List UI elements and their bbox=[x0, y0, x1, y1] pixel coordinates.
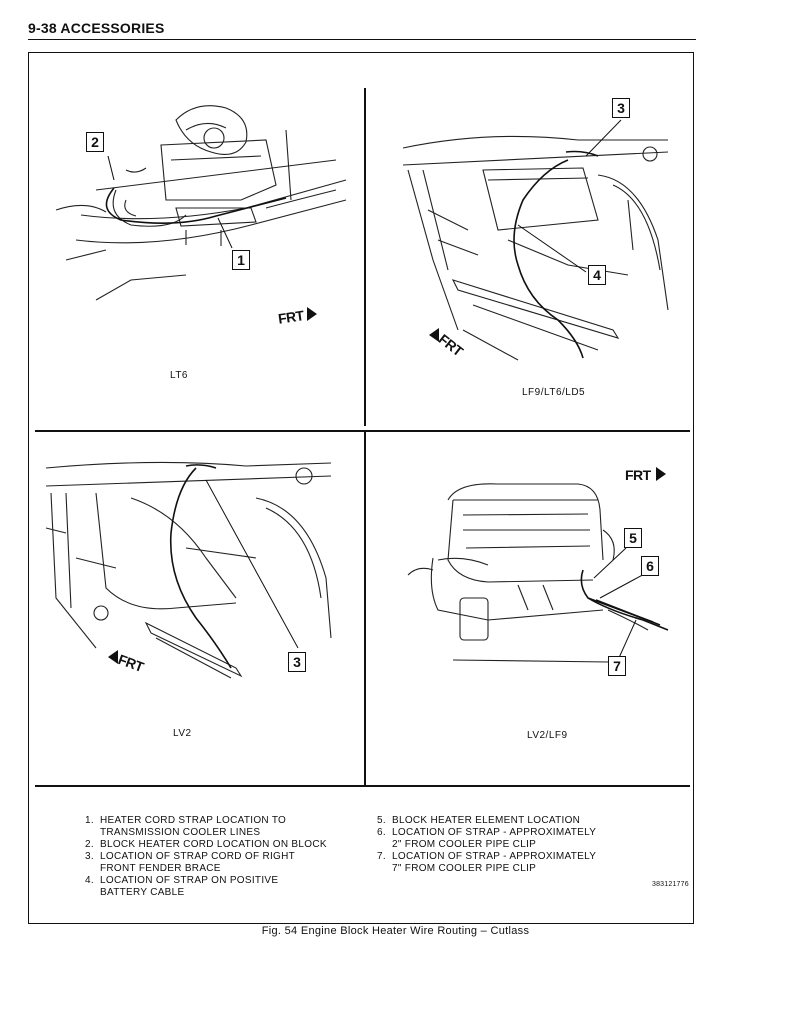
legend-right: 5.BLOCK HEATER ELEMENT LOCATION 6.LOCATI… bbox=[372, 815, 652, 875]
diagram-lf9-lt6-ld5 bbox=[402, 119, 669, 361]
panel-label-lf9-lt6-ld5: LF9/LT6/LD5 bbox=[522, 387, 586, 398]
diagram-lv2-lf9 bbox=[407, 483, 669, 663]
panel-divider-vertical-top bbox=[364, 88, 366, 426]
legend-divider bbox=[35, 785, 690, 787]
callout-1: 1 bbox=[232, 250, 250, 270]
callout-2: 2 bbox=[86, 132, 104, 152]
legend-item: 2.BLOCK HEATER CORD LOCATION ON BLOCK bbox=[85, 839, 327, 850]
frt-arrow-icon bbox=[307, 307, 317, 321]
callout-4: 4 bbox=[588, 265, 606, 285]
diagram-lt6 bbox=[55, 105, 347, 301]
callout-3: 3 bbox=[288, 652, 306, 672]
figure-code: 383121776 bbox=[652, 881, 689, 888]
legend-item: 6.LOCATION OF STRAP - APPROXIMATELY 2" F… bbox=[377, 827, 597, 850]
frt-arrow-icon bbox=[108, 650, 118, 664]
figure-caption: Fig. 54 Engine Block Heater Wire Routing… bbox=[261, 925, 530, 937]
panel-divider-vertical-bottom bbox=[364, 430, 366, 785]
legend-left: 1.HEATER CORD STRAP LOCATION TO TRANSMIS… bbox=[80, 815, 370, 899]
page-title: 9-38 ACCESSORIES bbox=[28, 20, 165, 36]
diagram-lv2 bbox=[45, 461, 332, 679]
callout-5: 5 bbox=[624, 528, 642, 548]
frt-arrow-icon bbox=[429, 328, 439, 342]
callout-7: 7 bbox=[608, 656, 626, 676]
legend-item: 1.HEATER CORD STRAP LOCATION TO TRANSMIS… bbox=[85, 815, 287, 838]
legend-item: 3.LOCATION OF STRAP CORD OF RIGHT FRONT … bbox=[85, 851, 296, 874]
panel-label-lt6: LT6 bbox=[170, 370, 188, 381]
callout-6: 6 bbox=[641, 556, 659, 576]
frt-arrow-label: FRT bbox=[625, 467, 651, 483]
legend-item: 4.LOCATION OF STRAP ON POSITIVE BATTERY … bbox=[85, 875, 279, 898]
frt-arrow-icon bbox=[656, 467, 666, 481]
legend-item: 5.BLOCK HEATER ELEMENT LOCATION bbox=[377, 815, 581, 826]
figure-frame bbox=[28, 52, 694, 924]
legend-item: 7.LOCATION OF STRAP - APPROXIMATELY 7" F… bbox=[377, 851, 597, 874]
page-header: 9-38 ACCESSORIES bbox=[28, 20, 696, 40]
panel-divider-horizontal bbox=[35, 430, 690, 432]
callout-3: 3 bbox=[612, 98, 630, 118]
panel-label-lv2: LV2 bbox=[173, 728, 192, 739]
panel-label-lv2-lf9: LV2/LF9 bbox=[527, 730, 568, 741]
